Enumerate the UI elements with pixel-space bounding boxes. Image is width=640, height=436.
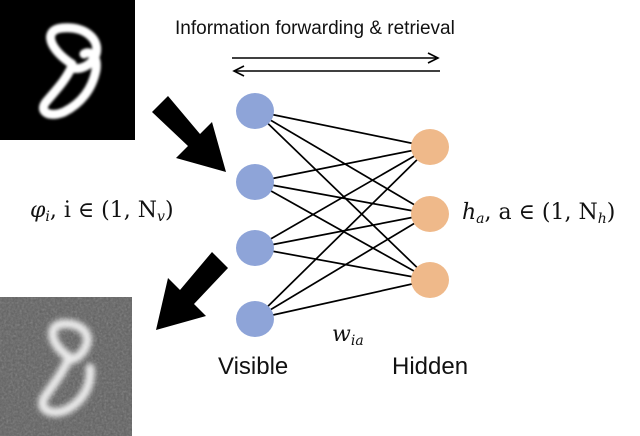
w-subscript: ia (350, 333, 364, 349)
visible-layer-label: Visible (218, 353, 289, 380)
output-arrow (156, 252, 228, 330)
hidden-layer (411, 129, 449, 298)
visible-node (236, 93, 274, 129)
phi-subscript: i (45, 209, 50, 225)
visible-layer (236, 93, 274, 337)
visible-node (236, 230, 274, 266)
weight-edge (254, 146, 431, 320)
weight-edge (254, 110, 431, 215)
h-subscript: a (476, 211, 485, 227)
diagram-title: Information forwarding & retrieval (175, 18, 455, 39)
hidden-layer-label: Hidden (392, 353, 469, 380)
hidden-node (411, 129, 449, 165)
forward-backward-arrows (232, 52, 440, 77)
input-arrow (152, 96, 226, 172)
weight-edge (254, 279, 431, 320)
hidden-range-close: ) (606, 200, 616, 225)
weight-label: wia (332, 322, 364, 349)
hidden-node (411, 196, 449, 232)
visible-units-formula: φi, i ∈ (1, Nv) (30, 198, 174, 225)
weight-edge (254, 110, 431, 281)
weight-edge (254, 213, 431, 249)
hidden-node (411, 262, 449, 298)
visible-node (236, 164, 274, 200)
weight-edge (254, 146, 431, 249)
phi-symbol: φ (30, 198, 46, 223)
nh-subscript: h (597, 211, 607, 227)
weight-edge (254, 247, 431, 281)
reconstructed-digit-image (0, 297, 132, 436)
weight-edge (254, 146, 431, 183)
input-digit-image (0, 0, 135, 140)
weight-edge (254, 110, 431, 148)
hidden-range-text: , a ∈ (1, N (484, 200, 598, 225)
weight-edges (254, 110, 431, 320)
w-symbol: w (332, 322, 351, 347)
h-symbol: h (462, 200, 477, 225)
hidden-units-formula: ha, a ∈ (1, Nh) (462, 200, 615, 227)
visible-node (236, 301, 274, 337)
visible-range-text: , i ∈ (1, N (49, 198, 158, 223)
visible-range-close: ) (164, 198, 174, 223)
weight-edge (254, 213, 431, 320)
nv-subscript: v (157, 209, 165, 225)
